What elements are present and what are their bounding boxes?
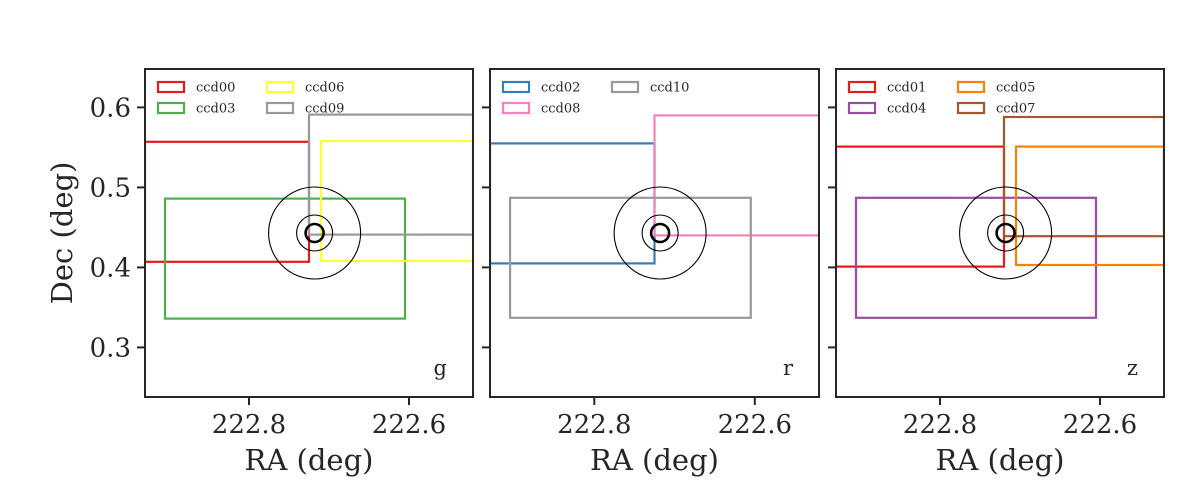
panel-z-frame: [835, 68, 1165, 398]
footprint-ccd10: [508, 196, 752, 319]
footprint-ccd07: [1002, 115, 1164, 238]
legend-swatch-ccd00: [156, 80, 186, 94]
x-axis-label: RA (deg): [936, 443, 1065, 477]
band-label: z: [1127, 356, 1138, 380]
footprint-ccd00: [145, 140, 311, 263]
target-circle-2: [641, 214, 679, 252]
legend-label-ccd04: ccd04: [887, 102, 926, 117]
legend-label-ccd00: ccd00: [196, 81, 235, 96]
band-label: r: [783, 356, 794, 380]
x-tick-label: 222.6: [718, 410, 792, 440]
y-tick-label: 0.6: [90, 93, 131, 123]
footprint-ccd05: [1014, 145, 1164, 267]
x-axis-label: RA (deg): [245, 443, 374, 477]
legend-swatch-ccd08: [501, 101, 531, 115]
target-circle-1: [613, 186, 707, 280]
x-tick-label: 222.8: [212, 410, 286, 440]
target-circle-2: [987, 214, 1025, 252]
x-axis-label: RA (deg): [590, 443, 719, 477]
footprint-ccd02: [490, 142, 656, 265]
target-circle-2: [296, 214, 334, 252]
footprint-ccd01: [836, 145, 1006, 268]
target-circle-3: [995, 222, 1016, 244]
target-circle-1: [268, 186, 362, 280]
legend-swatch-ccd03: [156, 101, 186, 115]
panel-r-plot-area: [490, 114, 819, 319]
x-tick-label: 222.8: [903, 410, 977, 440]
footprint-ccd03: [163, 197, 407, 320]
footprint-ccd08: [653, 114, 819, 237]
legend-swatch-ccd10: [610, 80, 640, 94]
x-tick-label: 222.6: [372, 410, 446, 440]
legend-label-ccd09: ccd09: [305, 102, 344, 117]
legend-swatch-ccd07: [956, 101, 986, 115]
legend-label-ccd05: ccd05: [996, 81, 1035, 96]
x-tick-label: 222.6: [1063, 410, 1137, 440]
target-circle-1: [959, 186, 1053, 280]
legend-label-ccd10: ccd10: [650, 81, 689, 96]
legend-label-ccd03: ccd03: [196, 102, 235, 117]
target-circle-3: [304, 222, 325, 244]
x-tick-label: 222.8: [557, 410, 631, 440]
y-tick-label: 0.4: [90, 253, 131, 283]
legend-swatch-ccd02: [501, 80, 531, 94]
legend-swatch-ccd01: [847, 80, 877, 94]
band-label: g: [434, 356, 447, 380]
footprint-ccd04: [854, 196, 1098, 319]
legend-swatch-ccd05: [956, 80, 986, 94]
panel-g-plot-area: [145, 113, 473, 320]
footprint-ccd09: [307, 113, 473, 236]
panel-r-frame: [489, 68, 820, 398]
legend-swatch-ccd06: [265, 80, 295, 94]
legend-label-ccd02: ccd02: [541, 81, 580, 96]
legend-label-ccd08: ccd08: [541, 102, 580, 117]
target-circle-3: [649, 222, 671, 244]
y-axis-label: Dec (deg): [45, 162, 79, 305]
legend-label-ccd07: ccd07: [996, 102, 1035, 117]
y-tick-label: 0.3: [90, 333, 131, 363]
legend-swatch-ccd09: [265, 101, 295, 115]
panel-g-frame: [144, 68, 474, 398]
legend-label-ccd06: ccd06: [305, 81, 344, 96]
y-tick-label: 0.5: [90, 173, 131, 203]
legend-swatch-ccd04: [847, 101, 877, 115]
panel-z-plot-area: [836, 115, 1164, 319]
legend-label-ccd01: ccd01: [887, 81, 926, 96]
footprint-ccd06: [319, 139, 473, 263]
